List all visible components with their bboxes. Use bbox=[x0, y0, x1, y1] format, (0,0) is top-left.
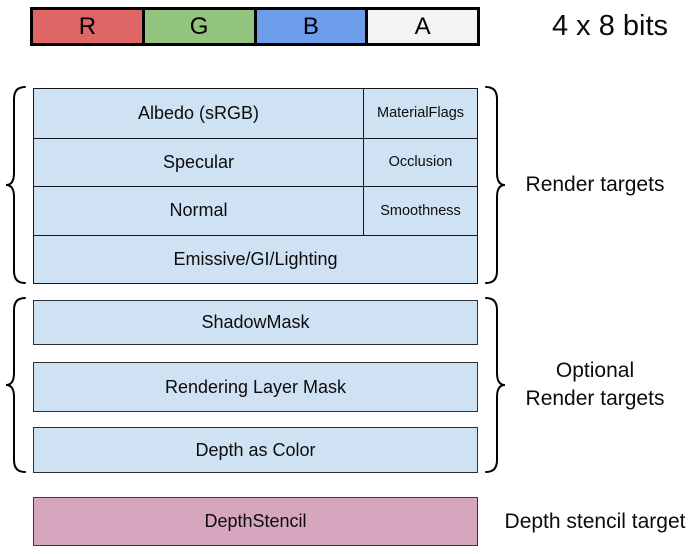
channel-b-cell: B bbox=[253, 10, 366, 43]
render-target-cell-occlusion: Occlusion bbox=[364, 137, 477, 187]
rgba-channels-bar: R G B A bbox=[30, 7, 480, 46]
brace-right-icon bbox=[485, 86, 506, 284]
brace-left-icon bbox=[5, 297, 26, 473]
depth-stencil-box: DepthStencil bbox=[33, 497, 478, 546]
bits-caption: 4 x 8 bits bbox=[551, 10, 669, 42]
render-target-cell-smoothness: Smoothness bbox=[364, 186, 477, 235]
optional-target-depth-as-color: Depth as Color bbox=[33, 427, 478, 473]
render-targets-table: Albedo (sRGB) MaterialFlags Specular Occ… bbox=[33, 88, 478, 284]
brace-left-icon bbox=[5, 86, 26, 284]
optional-target-rendering-layer-mask: Rendering Layer Mask bbox=[33, 362, 478, 412]
render-target-cell-emissive: Emissive/GI/Lighting bbox=[34, 234, 477, 284]
channel-r-cell: R bbox=[33, 10, 142, 43]
render-target-cell-materialflags: MaterialFlags bbox=[376, 105, 465, 122]
optional-target-shadowmask: ShadowMask bbox=[33, 300, 478, 345]
optional-label-line2: Render targets bbox=[525, 387, 665, 410]
channel-g-cell: G bbox=[141, 10, 254, 43]
render-target-cell-normal: Normal bbox=[34, 186, 364, 235]
brace-right-icon bbox=[485, 297, 506, 473]
render-targets-label: Render targets bbox=[525, 173, 665, 196]
channel-a-cell: A bbox=[365, 10, 477, 43]
optional-render-targets-label: Optional Render targets bbox=[500, 296, 690, 474]
render-target-cell-albedo: Albedo (sRGB) bbox=[34, 89, 364, 138]
depth-stencil-label: Depth stencil target bbox=[504, 509, 686, 533]
render-target-cell-specular: Specular bbox=[34, 137, 364, 186]
optional-label-line1: Optional bbox=[555, 359, 635, 383]
